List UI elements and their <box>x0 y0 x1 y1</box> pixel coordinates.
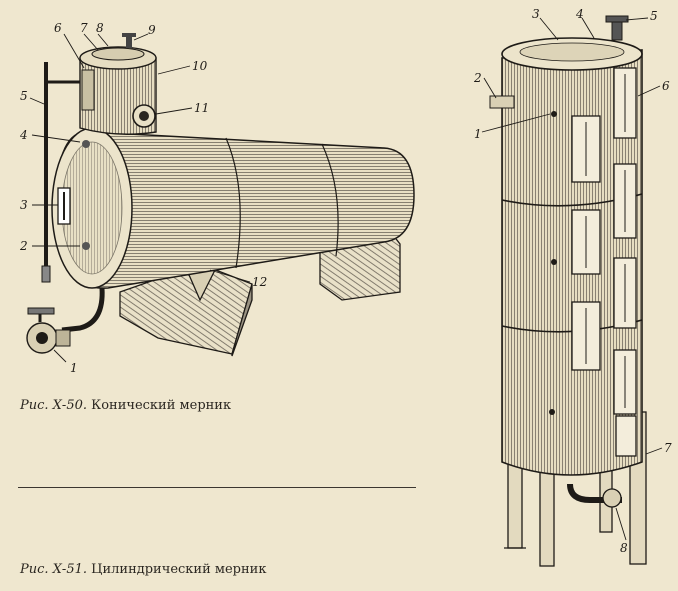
label-2: 2 <box>19 239 28 253</box>
label-6: 6 <box>54 21 62 35</box>
label-11: 11 <box>194 101 209 115</box>
top-valve-icon <box>126 36 132 48</box>
label-8: 8 <box>96 21 104 35</box>
top-valve-icon <box>611 19 623 41</box>
label-12: 12 <box>252 275 267 289</box>
separator-line <box>18 487 416 488</box>
bottom-valve-icon <box>602 488 622 508</box>
label-1: 1 <box>70 361 78 375</box>
cylindrical-tank-drawing: 1 2 3 4 5 6 7 8 <box>473 7 672 567</box>
label-5: 5 <box>20 89 28 103</box>
label-4: 4 <box>575 7 584 21</box>
label-3: 3 <box>20 198 28 212</box>
label-9: 9 <box>148 23 156 37</box>
label-1: 1 <box>474 127 482 141</box>
label-3: 3 <box>532 7 540 21</box>
callout-labels: 1 2 3 4 5 6 7 8 <box>473 7 672 555</box>
label-7: 7 <box>664 441 672 455</box>
label-10: 10 <box>192 59 208 73</box>
side-nozzle-icon <box>489 95 515 109</box>
drain-valve-icon <box>26 307 71 354</box>
conical-tank-drawing: 1 2 3 4 5 6 7 8 9 10 11 12 <box>19 21 415 375</box>
label-4: 4 <box>19 128 28 142</box>
caption-figure-x51: Рис. Х-51. Цилиндрический мерник <box>20 562 266 577</box>
label-2: 2 <box>473 71 482 85</box>
label-5: 5 <box>650 9 658 23</box>
caption-x51-number: Рис. Х-51. <box>20 562 87 577</box>
caption-figure-x50: Рис. Х-50. Конический мерник <box>20 398 231 413</box>
label-8: 8 <box>620 541 628 555</box>
label-7: 7 <box>80 21 88 35</box>
caption-x50-number: Рис. Х-50. <box>20 398 87 413</box>
fitting-valve-icon <box>82 140 90 148</box>
caption-x50-title: Конический мерник <box>91 398 232 413</box>
callout-labels: 1 2 3 4 5 6 7 8 9 10 11 12 <box>19 21 267 375</box>
label-6: 6 <box>662 79 670 93</box>
caption-x51-title: Цилиндрический мерник <box>91 562 267 577</box>
fitting-valve-icon <box>82 242 90 250</box>
